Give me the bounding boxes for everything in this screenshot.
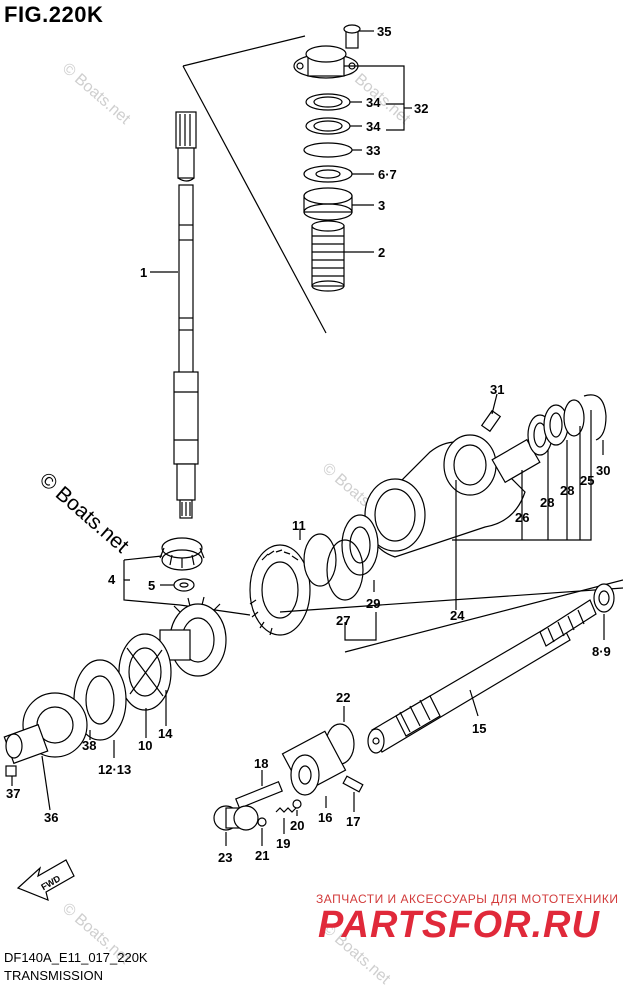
- label-31: 31: [490, 382, 504, 397]
- label-26: 26: [515, 510, 529, 525]
- label-16: 16: [318, 810, 332, 825]
- label-10: 10: [138, 738, 152, 753]
- label-28b: 28: [540, 495, 554, 510]
- label-1: 1: [140, 265, 147, 280]
- figure-name: TRANSMISSION: [4, 968, 103, 983]
- propeller-shaft: [367, 599, 597, 754]
- upper-parts-stack: [293, 24, 361, 292]
- label-36: 36: [44, 810, 58, 825]
- label-6-7: 6·7: [378, 167, 397, 182]
- label-18: 18: [254, 756, 268, 771]
- label-27: 27: [336, 613, 350, 628]
- label-34b: 34: [366, 119, 381, 134]
- label-21: 21: [255, 848, 269, 863]
- label-24: 24: [450, 608, 465, 623]
- label-8-9: 8·9: [592, 644, 611, 659]
- figure-title: FIG.220K: [4, 2, 104, 27]
- label-34a: 34: [366, 95, 381, 110]
- label-38: 38: [82, 738, 96, 753]
- label-23: 23: [218, 850, 232, 865]
- label-25: 25: [580, 473, 594, 488]
- label-30: 30: [596, 463, 610, 478]
- label-17: 17: [346, 814, 360, 829]
- label-35: 35: [377, 24, 391, 39]
- pinion-gear: [159, 537, 205, 592]
- label-32: 32: [414, 101, 428, 116]
- label-11: 11: [292, 518, 306, 533]
- label-19: 19: [276, 836, 290, 851]
- branding-ru-text: ЗАПЧАСТИ И АКСЕССУАРЫ ДЛЯ МОТОТЕХНИКИ: [316, 892, 619, 906]
- partsfor-logo: PARTSFOR.RU: [318, 904, 600, 946]
- label-22: 22: [336, 690, 350, 705]
- bolt-31: [480, 409, 502, 433]
- label-20: 20: [290, 818, 304, 833]
- label-2: 2: [378, 245, 385, 260]
- label-14: 14: [158, 726, 173, 741]
- label-33: 33: [366, 143, 380, 158]
- label-37: 37: [6, 786, 20, 801]
- bearing-housing: [364, 434, 526, 558]
- clutch-dog: [281, 723, 355, 796]
- label-29: 29: [366, 596, 380, 611]
- label-5: 5: [148, 578, 155, 593]
- label-3: 3: [378, 198, 385, 213]
- label-28a: 28: [560, 483, 574, 498]
- fwd-arrow-icon: [16, 859, 75, 901]
- forward-gear: [249, 544, 311, 636]
- drive-shaft: [173, 111, 199, 519]
- label-12-13: 12·13: [98, 762, 131, 777]
- label-15: 15: [472, 721, 486, 736]
- label-4: 4: [108, 572, 116, 587]
- figure-code: DF140A_E11_017_220K: [4, 950, 148, 965]
